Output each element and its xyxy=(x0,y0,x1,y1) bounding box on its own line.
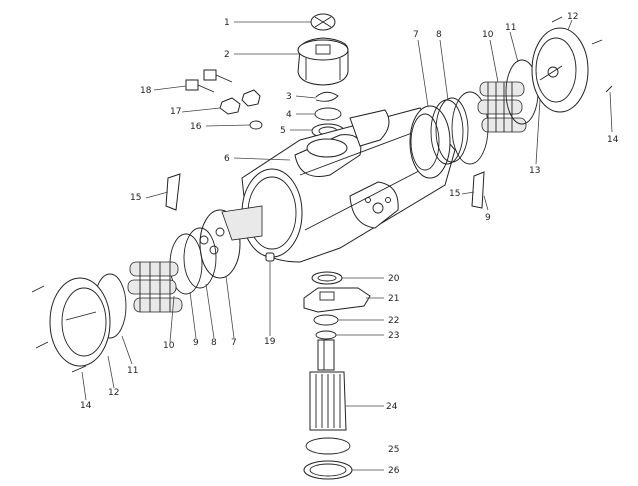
label-12-right: 12 xyxy=(567,12,578,22)
label-19: 19 xyxy=(264,337,276,347)
label-2: 2 xyxy=(224,50,230,60)
leader-lines xyxy=(81,19,613,471)
label-20: 20 xyxy=(388,274,400,284)
right-endcap-12 xyxy=(531,27,589,113)
right-screws-14 xyxy=(551,16,613,93)
label-12-left: 12 xyxy=(108,388,119,398)
label-13: 13 xyxy=(529,166,540,176)
label-4: 4 xyxy=(286,110,292,120)
label-3: 3 xyxy=(286,92,292,102)
bolts-18 xyxy=(185,69,233,93)
right-springs-10 xyxy=(477,81,527,133)
plug-19 xyxy=(265,252,275,262)
label-11-left: 11 xyxy=(127,366,138,376)
label-10-right: 10 xyxy=(482,30,494,40)
left-stop-15 xyxy=(165,173,181,211)
label-9-right: 9 xyxy=(485,213,491,223)
right-stop-15 xyxy=(471,171,485,209)
label-8-left: 8 xyxy=(211,338,217,348)
label-6: 6 xyxy=(224,154,230,164)
left-endcap-12 xyxy=(49,277,111,367)
label-8-right: 8 xyxy=(436,30,442,40)
left-springs-10 xyxy=(127,261,183,313)
label-16: 16 xyxy=(190,122,202,132)
label-26: 26 xyxy=(388,466,400,476)
washer-16 xyxy=(249,120,263,130)
label-11-right: 11 xyxy=(505,23,516,33)
left-piston-7 xyxy=(199,205,263,279)
part-2-indicator-housing xyxy=(297,37,349,86)
pinion-shaft-24 xyxy=(309,339,347,431)
ring-25 xyxy=(305,437,351,455)
label-10-left: 10 xyxy=(163,341,175,351)
nuts-17 xyxy=(219,89,261,115)
label-1: 1 xyxy=(224,18,230,28)
label-14-left: 14 xyxy=(80,401,92,411)
label-9-left: 9 xyxy=(193,338,199,348)
ring-23 xyxy=(315,330,337,340)
label-15-right: 15 xyxy=(449,189,460,199)
part-4-washer xyxy=(314,107,342,121)
ring-26 xyxy=(303,460,353,480)
label-25: 25 xyxy=(388,445,399,455)
label-18: 18 xyxy=(140,86,152,96)
right-oring-8 xyxy=(430,97,469,165)
left-screws-14 xyxy=(31,285,87,373)
part-labels: 1 2 3 4 5 6 7 8 10 11 12 13 14 15 9 15 1… xyxy=(80,12,619,476)
label-14-right: 14 xyxy=(607,135,619,145)
right-piston-7 xyxy=(409,105,451,179)
actuator-body xyxy=(241,107,456,263)
label-7-right: 7 xyxy=(413,30,419,40)
part-3-clip xyxy=(315,91,339,102)
cam-21 xyxy=(303,287,371,313)
ring-22 xyxy=(313,314,339,326)
label-21: 21 xyxy=(388,294,399,304)
label-23: 23 xyxy=(388,331,399,341)
label-17: 17 xyxy=(170,107,181,117)
label-24: 24 xyxy=(386,402,398,412)
part-1-indicator xyxy=(310,13,336,31)
washer-20 xyxy=(311,271,343,285)
label-15-left: 15 xyxy=(130,193,141,203)
left-oring-8 xyxy=(183,227,217,289)
label-5: 5 xyxy=(280,126,286,136)
label-22: 22 xyxy=(388,316,399,326)
label-7-left: 7 xyxy=(231,338,237,348)
